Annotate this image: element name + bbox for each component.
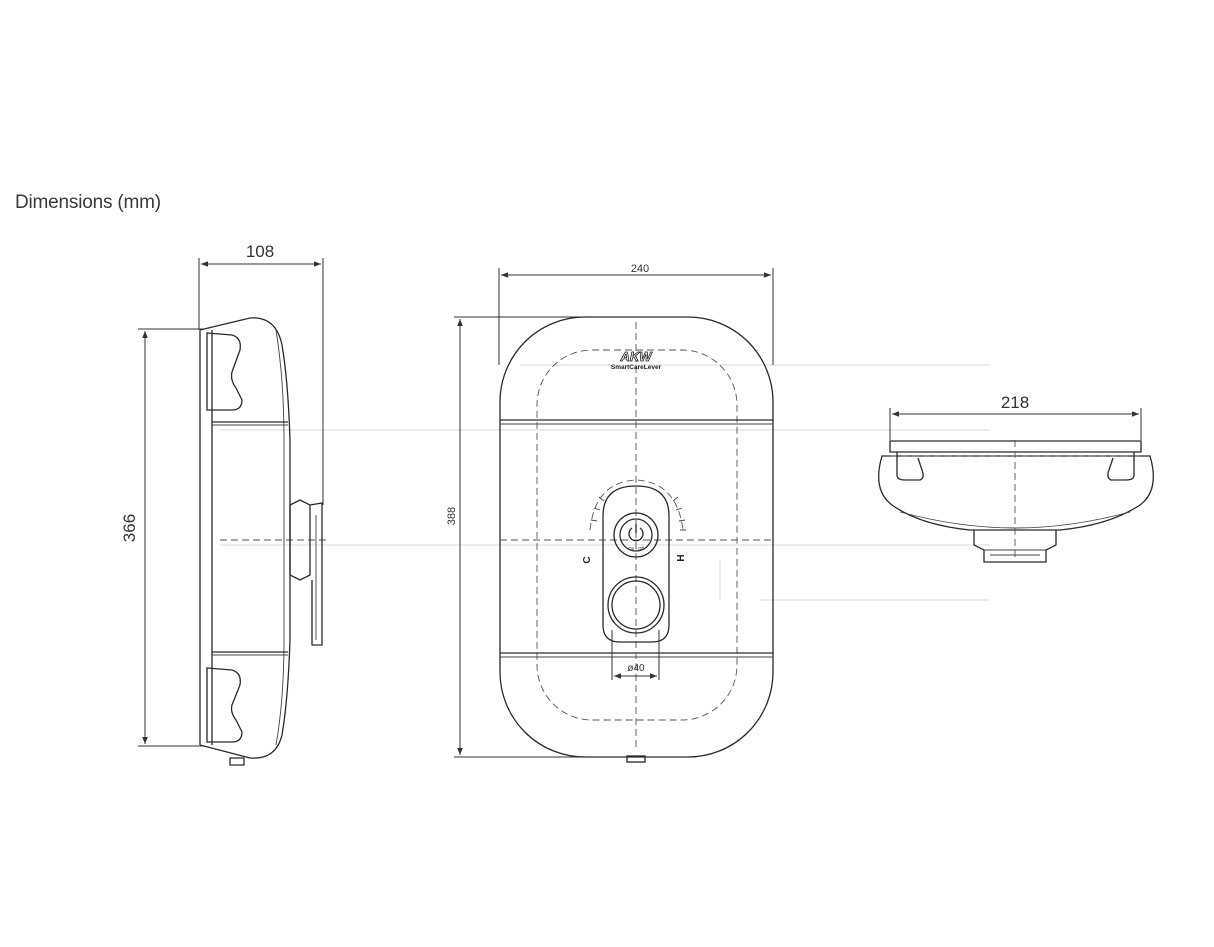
side-height-dimension: 366: [120, 328, 205, 747]
front-width-label: 240: [631, 263, 649, 275]
top-width-label: 218: [1001, 393, 1029, 412]
front-width-dimension: 240: [498, 263, 774, 365]
knob-diameter-label: ø40: [627, 663, 645, 674]
page-title: Dimensions (mm): [15, 192, 161, 213]
cold-marker: C: [582, 556, 593, 563]
power-label: On | Off: [628, 546, 644, 551]
power-icon: [628, 524, 644, 542]
product-name: SmartCareLever: [611, 364, 662, 371]
side-depth-dimension: 108: [198, 242, 324, 505]
side-depth-label: 108: [246, 242, 274, 261]
temperature-knob[interactable]: [607, 576, 665, 634]
background-ghost-lines: [220, 364, 990, 601]
knob-diameter-dimension: ø40: [611, 630, 660, 680]
front-height-dimension: 388: [446, 316, 640, 758]
brand-logo: AKW: [619, 349, 653, 364]
side-height-label: 366: [120, 514, 139, 542]
hot-marker: H: [676, 554, 687, 561]
front-view: 240 388 AKW SmartCareLever C H: [446, 263, 774, 763]
top-width-dimension: 218: [889, 393, 1142, 440]
front-height-label: 388: [446, 507, 458, 525]
top-view: 218: [878, 393, 1154, 563]
power-button[interactable]: On | Off: [613, 512, 659, 558]
side-view: 108 366: [120, 242, 330, 766]
